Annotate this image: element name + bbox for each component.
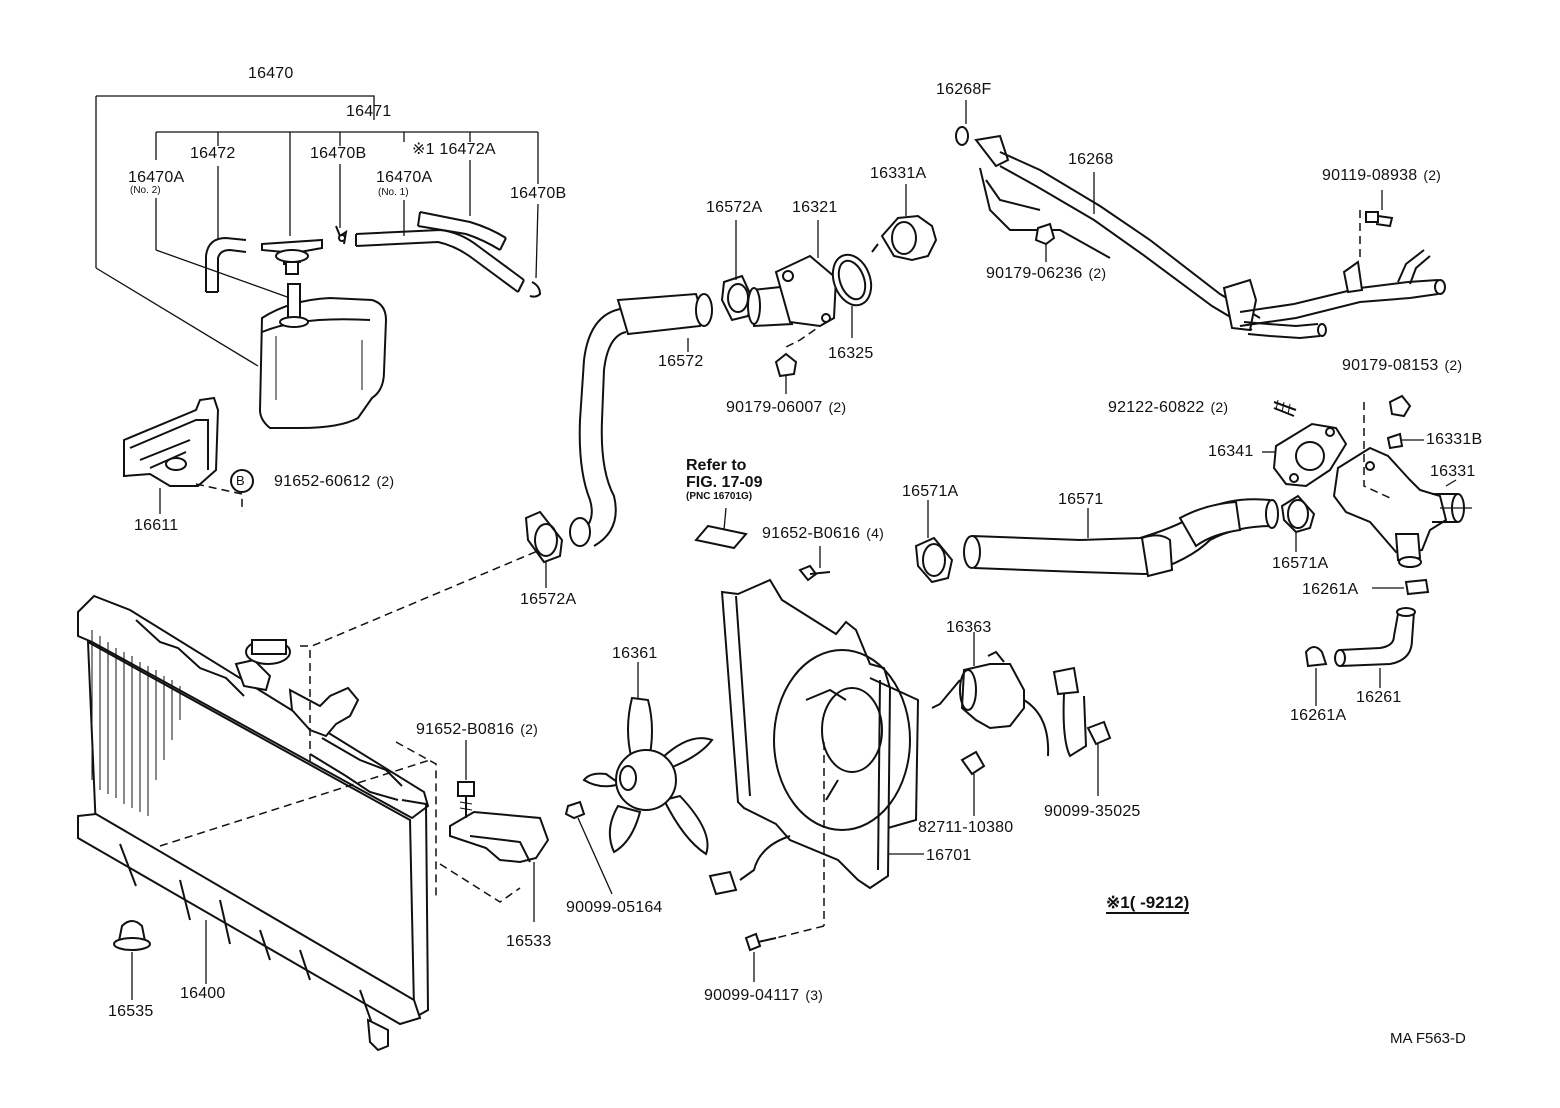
reference-pnc: (PNC 16701G) <box>686 490 753 502</box>
fan-nut <box>564 800 613 895</box>
part-sub-label: (No. 1) <box>378 187 409 198</box>
cooling-fan <box>582 662 714 856</box>
reservoir-bracket <box>123 396 243 514</box>
water-inlet <box>1332 402 1472 568</box>
upper-radiator-hose <box>569 292 713 547</box>
part-label: 16571A <box>902 483 959 500</box>
part-label: 16533 <box>506 933 552 950</box>
part-label: 16261A <box>1302 581 1359 598</box>
part-label: 16361 <box>612 645 658 662</box>
radiator <box>77 549 541 1052</box>
inlet-nut <box>1388 394 1412 418</box>
fan-motor-connector <box>1023 666 1088 758</box>
part-label: 16261A <box>1290 707 1347 724</box>
part-label: ※1 16472A <box>412 141 496 158</box>
shroud-screw <box>744 932 777 982</box>
part-label: 16470 <box>248 65 294 82</box>
overflow-hose-16472a <box>417 211 507 251</box>
water-outlet <box>747 220 838 349</box>
part-label: 16471 <box>346 103 392 120</box>
part-label: 16572A <box>520 591 577 608</box>
part-label: 90099-04117(3) <box>704 987 824 1004</box>
hose-clamp-lower <box>524 510 564 588</box>
inlet-gasket <box>1262 422 1348 488</box>
part-label: 16268 <box>1068 151 1114 168</box>
part-label: 90179-08153(2) <box>1342 357 1463 374</box>
part-label: 16535 <box>108 1003 154 1020</box>
fan-motor-plug <box>1086 720 1112 796</box>
fan-motor <box>931 632 1025 730</box>
pipe-nut <box>1034 222 1056 262</box>
fan-shroud <box>708 578 924 939</box>
part-label: 16470B <box>510 185 567 202</box>
hose-clip-lower <box>529 281 542 298</box>
part-label: 90099-05164 <box>566 899 663 916</box>
part-label: 90179-06236(2) <box>986 265 1107 282</box>
part-sub-label: (No. 2) <box>130 185 161 196</box>
part-label: 91652-B0816(2) <box>416 721 539 738</box>
part-label: 16261 <box>1356 689 1402 706</box>
lower-radiator-hose <box>963 498 1279 578</box>
part-label: 16571A <box>1272 555 1329 572</box>
hose-clip-upper <box>335 225 348 245</box>
footnote: ※1( -9212) <box>1106 893 1190 914</box>
radiator-support-bracket <box>395 741 550 922</box>
part-label: 90119-08938(2) <box>1322 167 1442 184</box>
part-label: 16341 <box>1208 443 1254 460</box>
outlet-nut <box>774 352 798 394</box>
part-label: 16400 <box>180 985 226 1002</box>
reference-note: Refer to FIG. 17-09 (PNC 16701G) <box>686 457 763 502</box>
pipe-bolt <box>1359 190 1394 260</box>
part-label: 16571 <box>1058 491 1104 508</box>
drain-plug <box>113 920 151 1000</box>
overflow-hose-no1 <box>355 228 525 293</box>
thermostat-gasket <box>831 253 873 338</box>
part-label: 16470B <box>310 145 367 162</box>
part-label: 16572A <box>706 199 763 216</box>
part-label: 82711-10380 <box>918 819 1014 836</box>
marker-letter: B <box>236 473 245 488</box>
part-label: 16470A <box>128 169 185 186</box>
reference-line2: FIG. 17-09 <box>686 473 763 491</box>
part-label: 16331A <box>870 165 927 182</box>
part-label: 16331 <box>1430 463 1476 480</box>
bypass-hose <box>1334 578 1430 688</box>
wire-clamp <box>960 750 986 816</box>
part-label: 92122-60822(2) <box>1108 399 1229 416</box>
reservoir-tank <box>258 283 388 429</box>
thermostat <box>871 184 938 262</box>
water-bypass-pipe <box>955 100 1446 340</box>
overflow-hose-no2 <box>205 236 247 293</box>
reference-part <box>694 507 748 550</box>
part-label: 16701 <box>926 847 972 864</box>
bypass-hose-clip <box>1304 646 1328 706</box>
lower-hose-clamp-right <box>1280 494 1316 552</box>
reservoir-cap <box>261 238 323 275</box>
part-label: 16321 <box>792 199 838 216</box>
inlet-thermostat <box>1386 432 1424 450</box>
part-label: 90099-35025 <box>1044 803 1141 820</box>
lower-hose-clamp-left <box>914 500 954 584</box>
reference-line1: Refer to <box>686 457 747 474</box>
part-label: 16268F <box>936 81 992 98</box>
part-label: 90179-06007(2) <box>726 399 847 416</box>
shroud-bolt <box>798 546 831 582</box>
part-label: 16572 <box>658 353 704 370</box>
part-label: 91652-60612(2) <box>274 473 395 490</box>
reservoir-leader-lines <box>95 95 539 367</box>
part-label: 16470A <box>376 169 433 186</box>
inlet-stud <box>1273 399 1297 417</box>
part-label: 91652-B0616(4) <box>762 525 885 542</box>
part-label: 16325 <box>828 345 874 362</box>
bracket-bolt <box>457 740 475 818</box>
part-label: 16611 <box>134 517 179 534</box>
figure-code: MA F563-D <box>1390 1030 1466 1047</box>
marker-circle <box>230 469 254 493</box>
part-label: 16472 <box>190 145 236 162</box>
part-label: 16363 <box>946 619 992 636</box>
part-label: 16331B <box>1426 431 1483 448</box>
